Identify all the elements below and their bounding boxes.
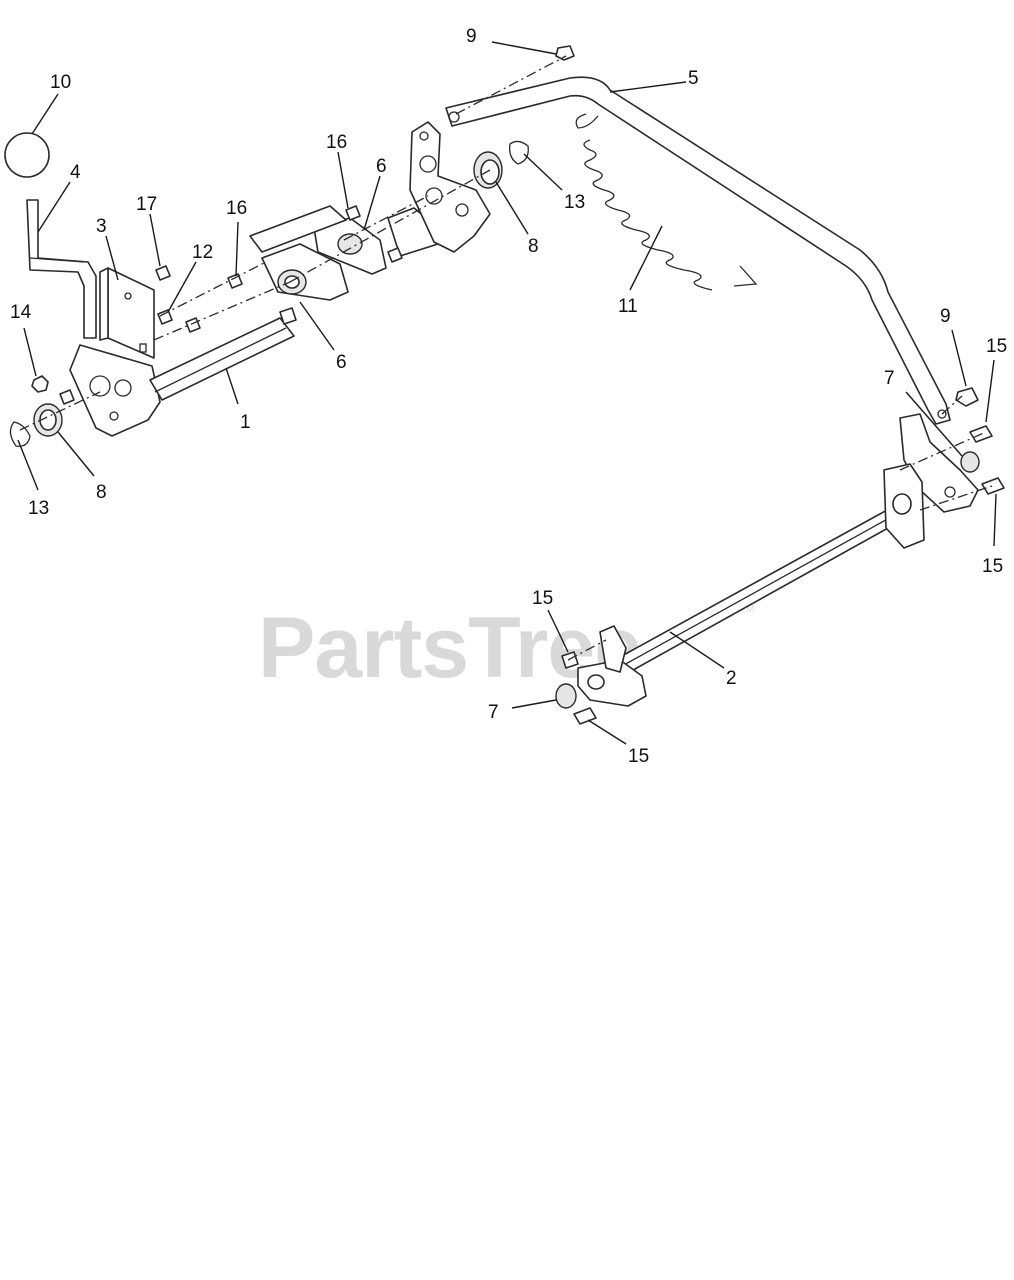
callout-4: 4 — [70, 162, 81, 183]
part-lift-shaft-right — [599, 503, 907, 685]
part-bolt-15-d — [573, 707, 597, 725]
part-bushing-7-lower — [555, 683, 577, 709]
part-nut — [31, 375, 49, 393]
watermark-trademark: TM — [740, 604, 754, 615]
callout-7-b: 7 — [488, 702, 499, 723]
part-knob — [4, 132, 50, 178]
callout-8-a: 8 — [528, 236, 539, 257]
part-lift-shaft-left — [69, 317, 295, 437]
callout-5: 5 — [688, 68, 699, 89]
part-clip-right — [509, 140, 529, 165]
part-clip-left — [9, 421, 31, 447]
callout-13-b: 13 — [28, 498, 49, 519]
callout-7-a: 7 — [884, 368, 895, 389]
callout-6-b: 6 — [336, 352, 347, 373]
part-bolt-15-c — [561, 651, 579, 669]
callout-17: 17 — [136, 194, 157, 215]
part-lever-handle — [26, 199, 97, 339]
part-lower-plate-right — [883, 413, 979, 549]
part-lower-plate-center — [577, 625, 647, 707]
callout-9-right: 9 — [940, 306, 951, 327]
callout-11: 11 — [618, 296, 638, 317]
callout-8-b: 8 — [96, 482, 107, 503]
part-bolts-left-group — [59, 205, 403, 405]
callout-16-a: 16 — [326, 132, 347, 153]
callout-10: 10 — [50, 72, 71, 93]
callout-15-b: 15 — [982, 556, 1003, 577]
callout-15-a: 15 — [986, 336, 1007, 357]
part-lift-plate-right — [409, 121, 491, 253]
assembly-centerlines — [19, 55, 993, 661]
part-pivot-plate-front — [261, 243, 349, 301]
callout-15-d: 15 — [628, 746, 649, 767]
part-bushing-left — [33, 403, 63, 437]
part-bolt-9-right — [955, 387, 979, 407]
part-bolt-9-top — [555, 45, 575, 61]
callout-15-c: 15 — [532, 588, 553, 609]
leader-lines — [17, 41, 997, 745]
callout-13-a: 13 — [564, 192, 585, 213]
part-bushing-right — [473, 151, 503, 189]
callout-14: 14 — [10, 302, 32, 323]
callout-12: 12 — [192, 242, 213, 263]
callout-labels: 9 5 10 4 16 6 17 3 16 12 13 8 11 14 6 1 … — [10, 26, 1007, 767]
callout-9-top: 9 — [466, 26, 477, 47]
part-bracket — [99, 267, 155, 359]
callout-6-a: 6 — [376, 156, 387, 177]
part-bushing-7-right — [960, 451, 980, 473]
callout-16-b: 16 — [226, 198, 247, 219]
callout-2: 2 — [726, 668, 737, 689]
callout-3: 3 — [96, 216, 107, 237]
part-bolt-15-b — [981, 477, 1005, 495]
part-lift-link — [445, 76, 951, 425]
part-spring — [575, 113, 758, 291]
callout-1: 1 — [240, 412, 251, 433]
